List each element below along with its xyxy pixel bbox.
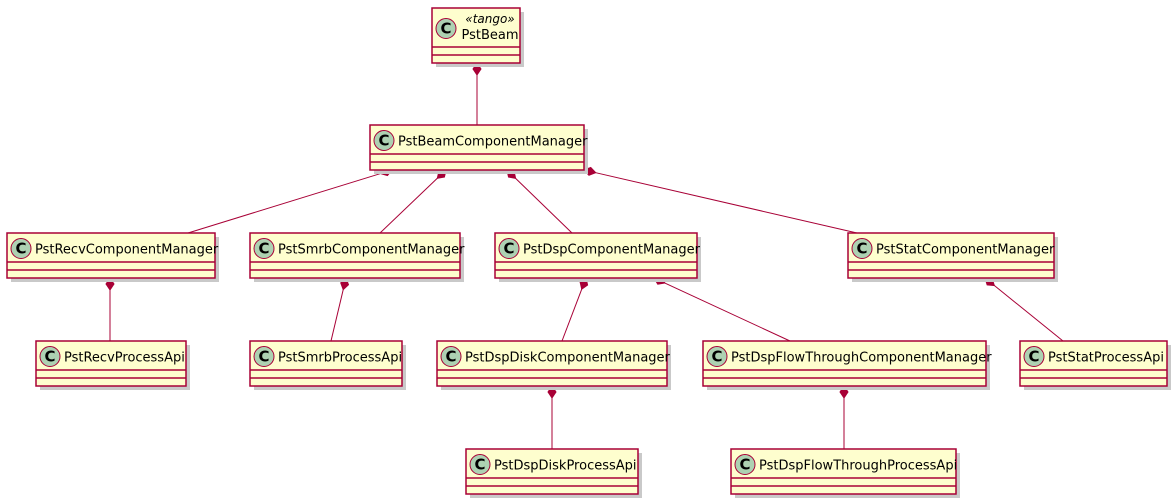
class-box-stat-cm: C PstStatComponentManager xyxy=(847,232,1058,282)
composition-stat-cm-to-stat-api xyxy=(984,277,1064,342)
class-name: PstRecvComponentManager xyxy=(35,243,219,258)
class-icon xyxy=(253,346,275,367)
class-box-beam-cm: C PstBeamComponentManager xyxy=(369,124,588,174)
relation-line xyxy=(330,289,344,342)
class-icon xyxy=(373,130,395,151)
relation-line xyxy=(561,289,583,342)
class-box-recv-cm: C PstRecvComponentManager xyxy=(6,232,219,282)
composition-beam-cm-to-stat-cm xyxy=(583,166,858,234)
class-stereotype: «tango» xyxy=(465,12,514,26)
relation-line xyxy=(515,177,573,234)
class-icon xyxy=(440,346,462,367)
composition-dsp-ft-cm-to-dsp-ft-api xyxy=(839,385,849,449)
class-box-smrb-cm: C PstSmrbComponentManager xyxy=(249,232,465,282)
class-glyph: C xyxy=(258,240,269,258)
class-glyph: C xyxy=(711,348,722,366)
class-name: PstDspFlowThroughComponentManager xyxy=(731,351,992,366)
class-icon xyxy=(435,18,457,39)
class-name: PstStatProcessApi xyxy=(1048,351,1164,366)
class-icon xyxy=(734,454,756,475)
class-box-stat-api: C PstStatProcessApi xyxy=(1019,340,1171,390)
class-icon xyxy=(253,238,275,259)
class-glyph: C xyxy=(44,348,55,366)
class-icon xyxy=(498,238,520,259)
composition-dsp-disk-cm-to-dsp-disk-api xyxy=(547,385,557,449)
class-glyph: C xyxy=(15,240,26,258)
relation-line xyxy=(994,285,1064,342)
class-name: PstSmrbComponentManager xyxy=(278,243,465,258)
class-icon xyxy=(469,454,491,475)
relation-line xyxy=(379,177,438,234)
composition-dsp-cm-to-dsp-ft-cm xyxy=(653,276,791,342)
relation-line xyxy=(187,173,381,234)
class-name: PstBeam xyxy=(461,28,518,43)
class-name: PstDspDiskComponentManager xyxy=(465,351,671,366)
class-icon xyxy=(10,238,32,259)
composition-smrb-cm-to-smrb-api xyxy=(330,277,350,342)
class-glyph: C xyxy=(440,20,451,38)
composition-pst-beam-to-beam-cm xyxy=(472,62,482,125)
composition-beam-cm-to-recv-cm xyxy=(187,167,393,234)
class-icon xyxy=(851,238,873,259)
class-name: PstDspComponentManager xyxy=(523,243,701,258)
class-glyph: C xyxy=(258,348,269,366)
class-box-smrb-api: C PstSmrbProcessApi xyxy=(249,340,406,390)
class-glyph: C xyxy=(503,240,514,258)
class-glyph: C xyxy=(1028,348,1039,366)
class-box-dsp-disk-api: C PstDspDiskProcessApi xyxy=(465,448,642,498)
class-box-recv-api: C PstRecvProcessApi xyxy=(35,340,190,390)
class-icon xyxy=(39,346,61,367)
composition-beam-cm-to-dsp-cm xyxy=(506,169,573,234)
class-glyph: C xyxy=(739,456,750,474)
class-name: PstRecvProcessApi xyxy=(64,351,185,366)
class-box-dsp-ft-cm: C PstDspFlowThroughComponentManager xyxy=(702,340,992,390)
class-glyph: C xyxy=(378,132,389,150)
class-icon xyxy=(1023,346,1045,367)
class-name: PstBeamComponentManager xyxy=(398,135,588,150)
class-name: PstSmrbProcessApi xyxy=(278,351,402,366)
class-glyph: C xyxy=(856,240,867,258)
class-icon xyxy=(706,346,728,367)
class-glyph: C xyxy=(474,456,485,474)
composition-recv-cm-to-recv-api xyxy=(105,277,115,341)
composition-beam-cm-to-smrb-cm xyxy=(379,169,447,234)
relation-line xyxy=(595,172,858,234)
class-name: PstDspFlowThroughProcessApi xyxy=(759,459,957,474)
class-glyph: C xyxy=(445,348,456,366)
relation-line xyxy=(664,282,791,342)
class-box-dsp-disk-cm: C PstDspDiskComponentManager xyxy=(436,340,671,390)
class-name: PstDspDiskProcessApi xyxy=(494,459,637,474)
composition-dsp-cm-to-dsp-disk-cm xyxy=(561,277,589,342)
class-box-dsp-cm: C PstDspComponentManager xyxy=(494,232,701,282)
class-box-dsp-ft-api: C PstDspFlowThroughProcessApi xyxy=(730,448,960,498)
class-box-pst-beam: C «tango» PstBeam xyxy=(431,7,524,67)
class-name: PstStatComponentManager xyxy=(876,243,1055,258)
